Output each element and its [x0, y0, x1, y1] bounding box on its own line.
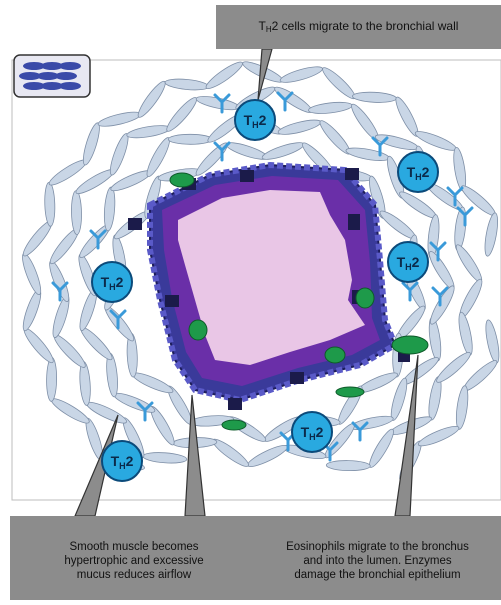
muscle-cell: [277, 117, 322, 137]
muscle-cell: [168, 134, 212, 144]
muscle-cell: [143, 451, 188, 464]
muscle-cell: [454, 385, 470, 430]
muscle-cell: [21, 325, 57, 365]
muscle-cell: [397, 188, 439, 221]
muscle-cell: [426, 249, 458, 292]
tissue-icon: [14, 55, 90, 97]
right-line-2: and into the lumen. Enzymes: [260, 554, 495, 568]
th2-cell: TH2: [102, 441, 142, 481]
muscle-cell: [163, 95, 199, 135]
muscle-cell: [80, 121, 102, 166]
muscle-cell: [416, 423, 460, 449]
caption-smooth-muscle: Smooth muscle becomes hypertrophic and e…: [10, 516, 258, 600]
muscle-cell: [427, 283, 458, 326]
muscle-cell: [366, 427, 397, 470]
muscle-cell: [165, 77, 210, 91]
caption-th2-migration: TH2 cells migrate to the bronchial wall: [216, 5, 501, 49]
right-line-3: damage the bronchial epithelium: [260, 568, 495, 582]
muscle-cell: [426, 376, 443, 421]
muscle-cell: [453, 242, 485, 284]
muscle-cell: [261, 139, 306, 162]
left-line-3: mucus reduces airflow: [16, 568, 252, 582]
muscle-cell: [483, 319, 501, 364]
muscle-cell: [107, 132, 131, 177]
right-line-1: Eosinophils migrate to the bronchus: [260, 540, 495, 554]
muscle-cell: [46, 357, 57, 401]
th2-cell: TH2: [292, 412, 332, 452]
th2-cell: TH2: [398, 152, 438, 192]
muscle-cell: [112, 390, 157, 416]
muscle-cell: [427, 317, 443, 362]
muscle-cell: [97, 109, 142, 129]
th2-cell: TH2: [235, 100, 275, 140]
muscle-cell: [451, 147, 468, 192]
muscle-cell: [103, 187, 116, 232]
muscle-cell: [352, 91, 396, 103]
muscle-cell: [51, 332, 89, 371]
muscle-cell: [388, 377, 410, 422]
muscle-cell: [456, 311, 475, 356]
th2-cell: TH2: [92, 262, 132, 302]
muscle-cell: [71, 191, 82, 235]
muscle-cell: [126, 123, 171, 140]
muscle-cell: [279, 64, 324, 86]
muscle-cell: [79, 361, 92, 406]
muscle-cell: [203, 59, 245, 92]
muscle-cell: [272, 84, 314, 116]
muscle-cell: [345, 145, 390, 163]
muscle-cell: [308, 100, 353, 115]
left-line-1: Smooth muscle becomes: [16, 540, 252, 554]
muscle-cell: [349, 414, 394, 433]
th2-cell: TH2: [388, 242, 428, 282]
muscle-cell: [44, 182, 55, 226]
muscle-cell: [19, 252, 44, 297]
muscle-cell: [135, 79, 169, 120]
muscle-cell: [482, 212, 500, 257]
muscle-cell: [224, 139, 269, 162]
left-line-2: hypertrophic and excessive: [16, 554, 252, 568]
muscle-cell: [246, 442, 290, 470]
muscle-cell: [326, 460, 370, 471]
muscle-cell: [20, 288, 44, 333]
muscle-cell: [131, 369, 175, 396]
caption-eosinophils: Eosinophils migrate to the bronchus and …: [254, 516, 501, 600]
